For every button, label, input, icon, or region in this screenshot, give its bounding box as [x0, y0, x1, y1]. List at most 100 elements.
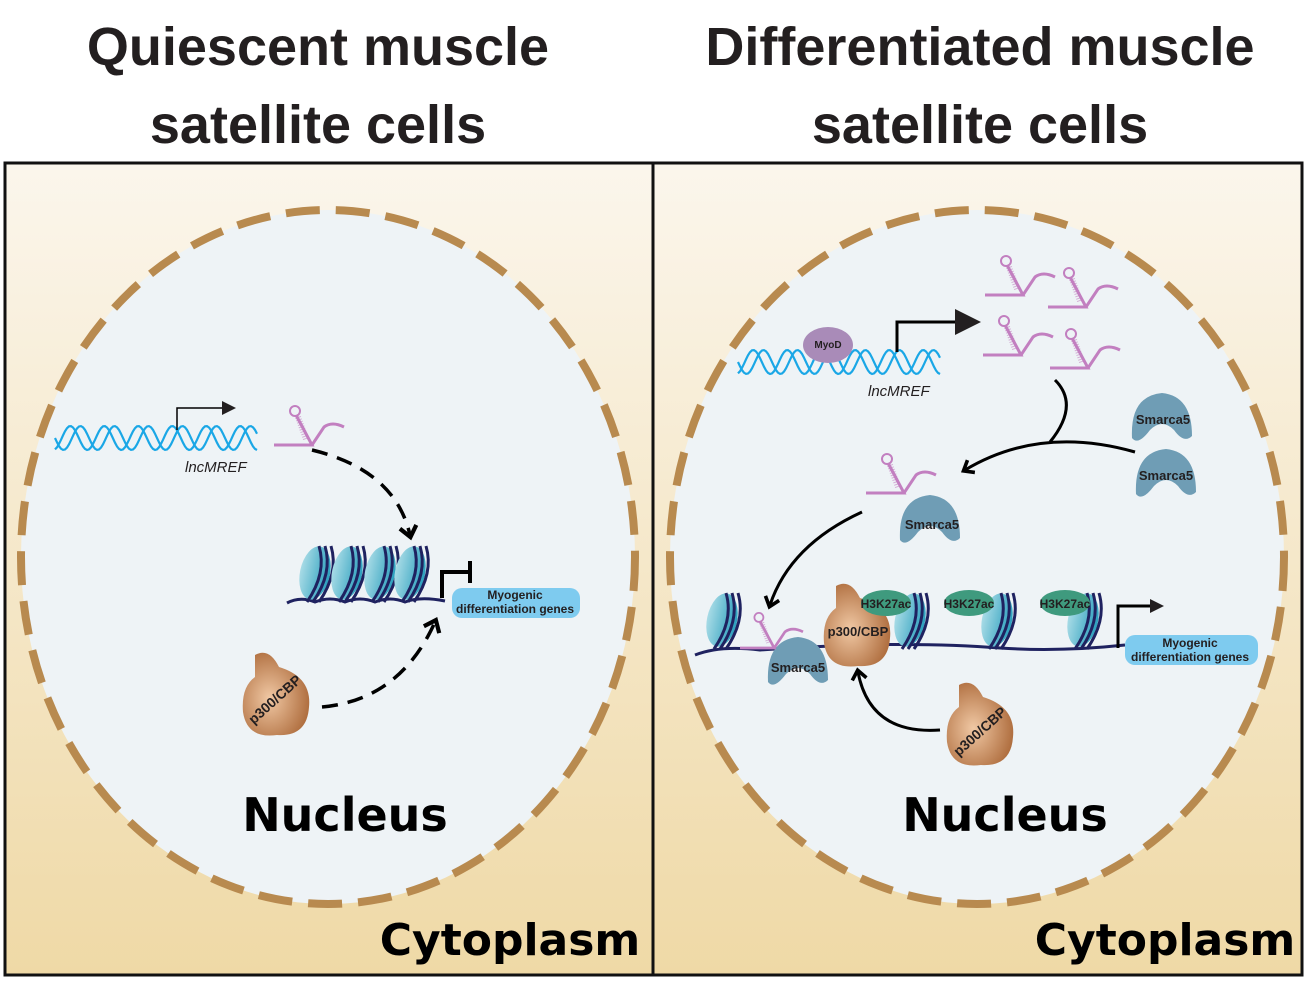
rna-loop — [1063, 267, 1075, 279]
promoter-line — [1116, 604, 1150, 648]
smarca5-on-chromatin — [767, 637, 828, 685]
rna-on-chromatin — [740, 611, 804, 650]
transcribed-rna-3 — [983, 315, 1054, 357]
rna-strand — [1050, 337, 1121, 370]
arrowhead-icon — [955, 309, 981, 335]
left-nucleus-label: Nucleus — [242, 788, 448, 842]
left-lncmref-promoter-arrow — [176, 401, 236, 430]
dna-wrap — [370, 545, 388, 603]
smarca5-chromatin-label: Smarca5 — [771, 660, 825, 675]
dna-wrap — [349, 545, 367, 603]
left-title-line1: Quiescent muscle — [87, 17, 549, 77]
right-lncmref-label: lncMREF — [868, 383, 931, 400]
smarca5-free-2 — [1135, 449, 1196, 497]
right-myogenic-genes-box — [1125, 635, 1258, 665]
dna-wrap — [900, 592, 918, 650]
left-myogenic-genes-box — [452, 588, 580, 618]
dna-wrap — [337, 545, 355, 603]
left-cytoplasm-label: Cytoplasm — [380, 915, 641, 966]
dna-wrap — [400, 545, 418, 603]
left-repression-symbol — [440, 561, 472, 598]
smarca5-free-label-1: Smarca5 — [1136, 412, 1190, 427]
rna-loop — [753, 611, 765, 623]
rna-strand — [866, 462, 937, 495]
rna-loop — [1000, 255, 1012, 267]
left-lncmref-label: lncMREF — [185, 459, 248, 476]
smarca5-free-1 — [1131, 393, 1192, 441]
dna-wrap — [343, 545, 361, 603]
arrowhead-icon — [222, 401, 236, 415]
dna-strand — [54, 424, 258, 452]
h3k27ac-mark-2 — [944, 590, 994, 616]
smarca5-rna-complex — [899, 495, 960, 543]
rna-loop — [1065, 328, 1077, 340]
rna-loop — [289, 405, 301, 417]
left-title-line2: satellite cells — [150, 95, 486, 155]
h3k27ac-mark-3 — [1040, 590, 1090, 616]
dna-wrap — [1085, 592, 1103, 650]
left-p300-cbp — [242, 652, 310, 736]
transcribed-rna-4 — [1050, 328, 1121, 370]
right-title-line1: Differentiated muscle — [705, 17, 1254, 77]
left-lncmref-rna — [274, 405, 345, 447]
p300-recruit-arrow — [850, 667, 941, 732]
dna-wrap — [718, 592, 736, 650]
myod-label: MyoD — [814, 340, 841, 351]
dna-wrap — [906, 592, 924, 650]
dna-wrap — [712, 592, 730, 650]
rna-strand — [985, 264, 1056, 297]
myod-protein — [803, 327, 853, 363]
rna-loop — [881, 453, 893, 465]
left-nucleosome-4 — [394, 545, 430, 603]
right-nucleosome-1 — [706, 592, 742, 650]
arrowhead-icon — [1150, 599, 1164, 613]
right-gene-label-line2: differentiation genes — [1131, 650, 1249, 664]
complex-to-chromatin-arrow — [763, 510, 863, 610]
dna-wrap — [305, 545, 323, 603]
right-nucleus — [666, 206, 1288, 908]
h3k27ac-label-1: H3K27ac — [861, 597, 912, 611]
right-p300-cbp — [946, 682, 1014, 766]
dna-wrap — [1073, 592, 1091, 650]
transcribed-rna-2 — [1048, 267, 1119, 309]
dna-wrap — [311, 545, 329, 603]
dna-wrap — [987, 592, 1005, 650]
rna-strand — [983, 324, 1054, 357]
smarca5-complex-label: Smarca5 — [905, 517, 959, 532]
dna-strand — [737, 348, 941, 376]
right-cytoplasm-label: Cytoplasm — [1035, 915, 1296, 966]
dna-wrap — [1079, 592, 1097, 650]
left-nucleosome-3 — [364, 545, 400, 603]
promoter-line — [895, 320, 955, 352]
dna-wrap — [406, 545, 424, 603]
right-nucleus-label: Nucleus — [902, 788, 1108, 842]
rna-strand — [740, 620, 804, 650]
p300-chromatin-label: p300/CBP — [828, 624, 889, 639]
right-title-line2: satellite cells — [812, 95, 1148, 155]
left-lncmref-dna-helix — [54, 424, 258, 452]
h3k27ac-label-3: H3K27ac — [1040, 597, 1091, 611]
rna-strand — [1048, 276, 1119, 309]
dna-wrap — [724, 592, 742, 650]
left-gene-label-line1: Myogenic — [487, 588, 543, 602]
dna-wrap — [993, 592, 1011, 650]
rna-in-complex — [866, 453, 937, 495]
rna-loop — [998, 315, 1010, 327]
left-nucleosome-2 — [331, 545, 367, 603]
dna-strand — [54, 424, 258, 452]
h3k27ac-label-2: H3K27ac — [944, 597, 995, 611]
dna-wrap — [376, 545, 394, 603]
target-gene-promoter-arrow — [1116, 599, 1164, 648]
promoter-line — [176, 407, 222, 430]
rna-merge-line — [1048, 378, 1068, 443]
dna-wrap — [412, 545, 430, 603]
transcribed-rna-1 — [985, 255, 1056, 297]
right-gene-label-line1: Myogenic — [1162, 636, 1218, 650]
left-gene-label-line2: differentiation genes — [456, 602, 574, 616]
dna-wrap — [999, 592, 1017, 650]
smarca5-binding-arrow — [960, 440, 1136, 475]
dna-wrap — [912, 592, 930, 650]
right-lncmref-promoter-arrow — [895, 309, 981, 352]
h3k27ac-mark-1 — [861, 590, 911, 616]
